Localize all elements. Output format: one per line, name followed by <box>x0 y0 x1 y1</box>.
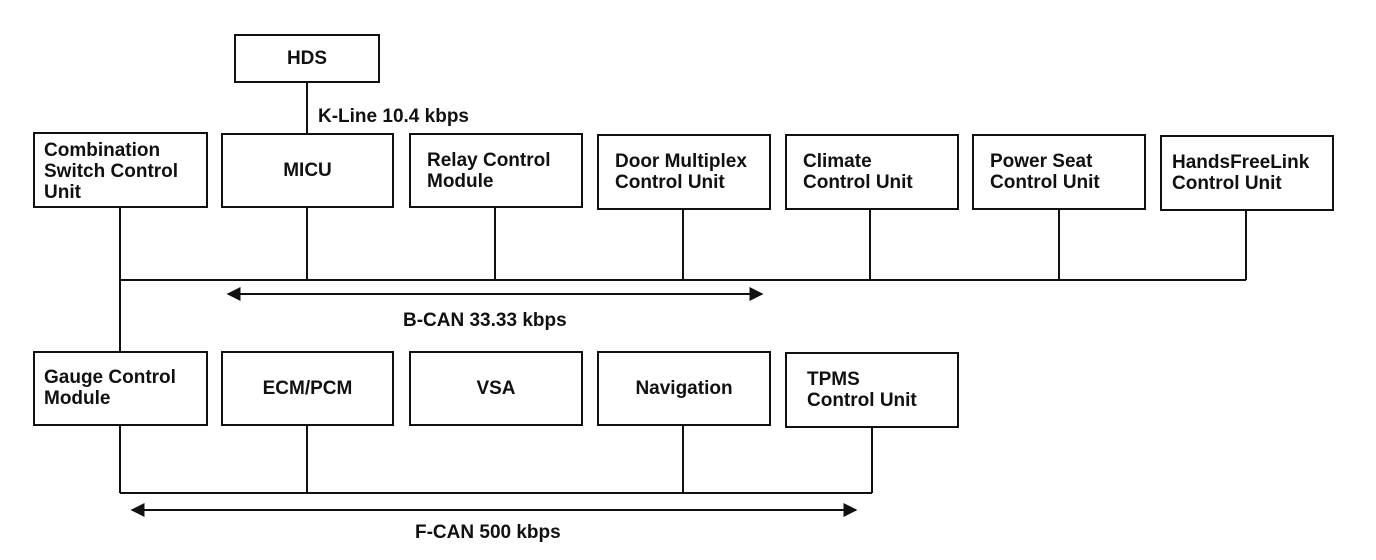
tpms-box: TPMS Control Unit <box>785 352 959 428</box>
micu-box: MICU <box>221 133 394 208</box>
gauge-control-box: Gauge Control Module <box>33 351 208 426</box>
kline-label: K-Line 10.4 kbps <box>318 106 469 127</box>
hds-box: HDS <box>234 34 380 83</box>
fcan-label: F-CAN 500 kbps <box>415 522 561 543</box>
ecm-pcm-box: ECM/PCM <box>221 351 394 426</box>
navigation-box: Navigation <box>597 351 771 426</box>
combination-switch-box: Combination Switch Control Unit <box>33 132 208 208</box>
relay-control-box: Relay Control Module <box>409 133 583 208</box>
power-seat-box: Power Seat Control Unit <box>972 134 1146 210</box>
handsfreelink-box: HandsFreeLink Control Unit <box>1160 135 1334 211</box>
climate-control-box: Climate Control Unit <box>785 134 959 210</box>
bcan-label: B-CAN 33.33 kbps <box>403 310 567 331</box>
door-multiplex-box: Door Multiplex Control Unit <box>597 134 771 210</box>
vsa-box: VSA <box>409 351 583 426</box>
